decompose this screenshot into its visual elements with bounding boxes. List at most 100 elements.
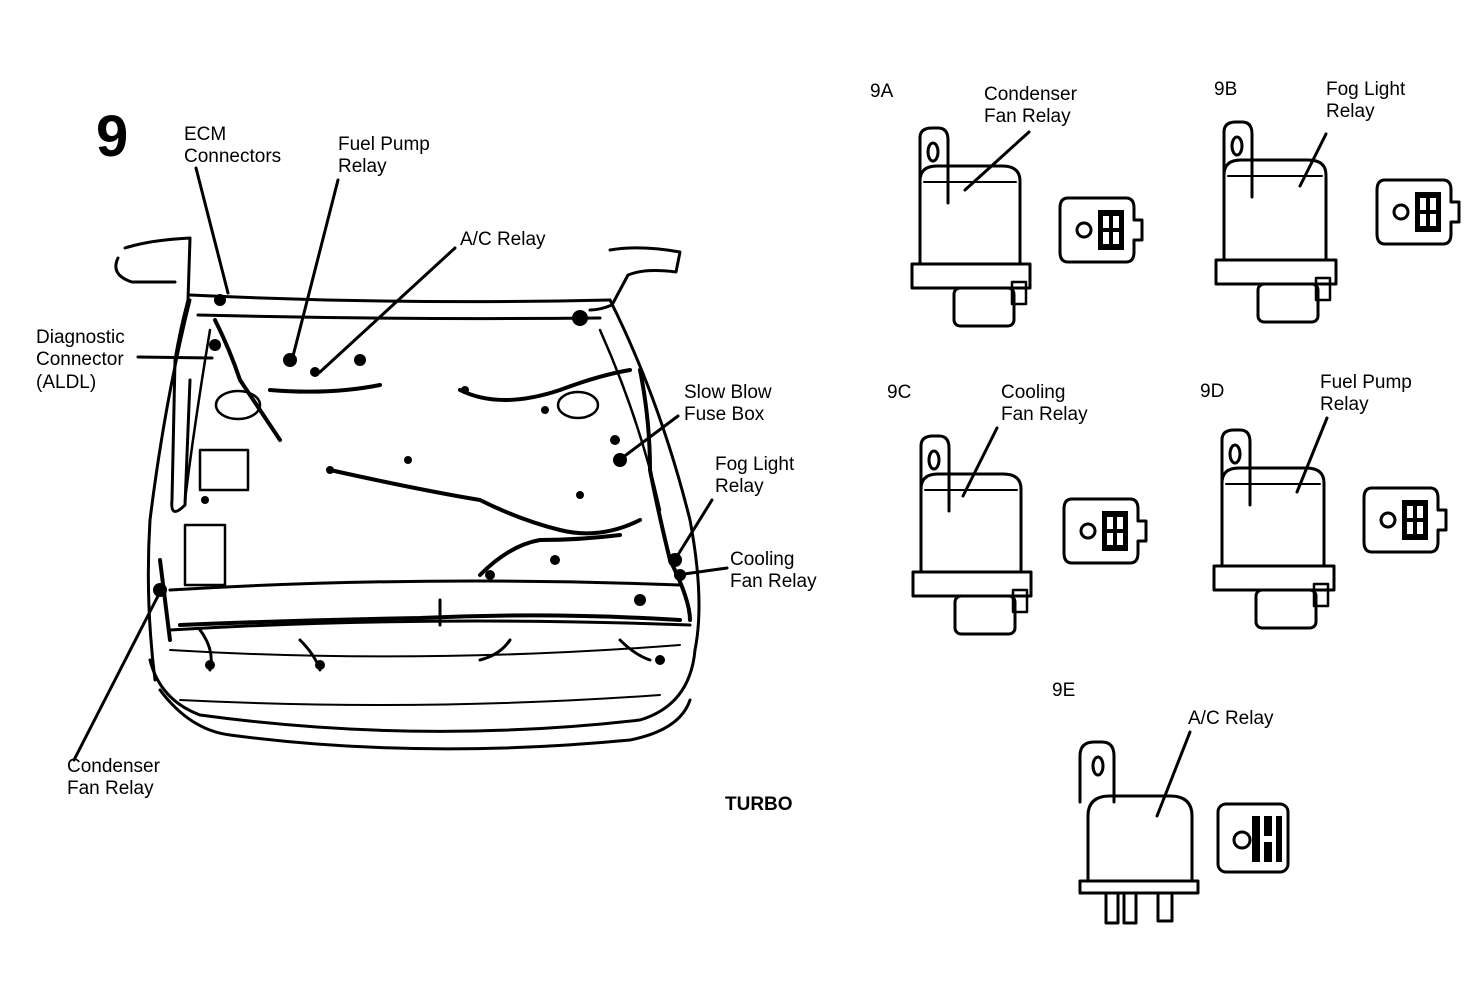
connector-face <box>1216 802 1290 874</box>
leader-line <box>961 426 999 498</box>
leader-line <box>1155 730 1192 818</box>
connector-terminal <box>1420 214 1426 226</box>
svg-text:Fuel Pump: Fuel Pump <box>338 134 430 155</box>
relay-9e: 9E A/C Relay <box>1052 680 1290 925</box>
relay-9c: 9C Cooling Fan Relay <box>887 382 1148 636</box>
relay-label-line: A/C Relay <box>1188 708 1274 729</box>
relay-9a: 9A Condenser Fan Relay <box>870 81 1144 328</box>
connector-terminal <box>1117 533 1123 545</box>
relay-label-line: Cooling <box>1001 382 1065 403</box>
connector-terminal <box>1420 198 1426 210</box>
connector-face <box>1058 196 1144 264</box>
svg-text:ECM: ECM <box>184 124 226 145</box>
connector-terminal <box>1107 517 1113 529</box>
turbo-label: TURBO <box>725 794 793 815</box>
leader-line <box>1298 132 1328 188</box>
connector-terminal <box>1407 506 1413 518</box>
relay-9d: 9D Fuel Pump Relay <box>1200 372 1448 630</box>
mounting-hole <box>926 141 940 163</box>
label-condenser-fan-relay: Condenser Fan Relay <box>67 756 161 799</box>
plug-latch <box>1010 280 1028 306</box>
relay-label-line: Fan Relay <box>1001 404 1088 425</box>
connector-terminal-block <box>1102 511 1128 551</box>
relay-base <box>1078 879 1200 895</box>
connector-terminal <box>1264 842 1272 862</box>
connector-terminal <box>1407 522 1413 534</box>
connector-terminal <box>1417 522 1423 534</box>
connector-terminal <box>1417 506 1423 518</box>
svg-text:Connectors: Connectors <box>184 146 281 167</box>
connector-terminal-block <box>1402 500 1428 540</box>
mounting-tab <box>918 126 950 205</box>
svg-text:Fan Relay: Fan Relay <box>67 778 154 799</box>
relay-id: 9D <box>1200 381 1224 402</box>
spade-terminal <box>1122 891 1138 925</box>
connector-terminal <box>1117 517 1123 529</box>
svg-text:Relay: Relay <box>715 476 764 497</box>
spade-terminal <box>1104 891 1120 925</box>
relay-id: 9C <box>887 382 911 403</box>
connector-terminal <box>1264 816 1272 836</box>
connector-terminal <box>1113 232 1119 244</box>
connector-terminal <box>1113 216 1119 228</box>
leader-line <box>963 130 1031 192</box>
plug-latch <box>1011 588 1029 614</box>
leader-line <box>1295 416 1329 494</box>
connector-terminal <box>1252 816 1260 862</box>
svg-text:Cooling: Cooling <box>730 549 794 570</box>
engine-bay-illustration <box>114 236 701 751</box>
connector-terminal <box>1276 816 1282 862</box>
relay-body <box>919 472 1023 574</box>
mounting-tab <box>1220 428 1252 507</box>
svg-text:Condenser: Condenser <box>67 756 161 777</box>
label-slow-blow-fuse-box: Slow Blow Fuse Box <box>684 382 772 425</box>
figure-number: 9 <box>96 104 128 169</box>
connector-terminal-block <box>1098 210 1124 250</box>
label-ac-relay: A/C Relay <box>460 229 546 250</box>
relay-id: 9B <box>1214 79 1237 100</box>
relay-9b: 9B Fog Light Relay <box>1214 79 1461 324</box>
main-leader-lines <box>72 166 729 762</box>
svg-text:Connector: Connector <box>36 349 124 370</box>
mounting-tab <box>1078 740 1116 804</box>
svg-text:Diagnostic: Diagnostic <box>36 327 125 348</box>
relay-body <box>1086 794 1194 883</box>
connector-face <box>1062 497 1148 565</box>
relay-plug <box>952 286 1016 328</box>
connector-terminal <box>1107 533 1113 545</box>
relay-body <box>1220 466 1326 568</box>
svg-text:(ALDL): (ALDL) <box>36 372 96 393</box>
svg-text:Fuse Box: Fuse Box <box>684 404 765 425</box>
plug-latch <box>1314 276 1332 302</box>
connector-terminal <box>1430 198 1436 210</box>
connector-pin-round <box>1079 522 1097 540</box>
svg-text:Fan Relay: Fan Relay <box>730 571 817 592</box>
relay-plug <box>1256 282 1320 324</box>
relay-base <box>1214 258 1338 286</box>
svg-text:A/C Relay: A/C Relay <box>460 229 546 250</box>
label-ecm-connectors: ECM Connectors <box>184 124 281 167</box>
relay-label-line: Fan Relay <box>984 106 1071 127</box>
connector-pin-round <box>1075 221 1093 239</box>
mounting-hole <box>1091 755 1105 777</box>
label-diagnostic-connector: Diagnostic Connector (ALDL) <box>36 327 125 393</box>
spade-terminal <box>1156 891 1174 923</box>
connector-face <box>1362 486 1448 554</box>
relay-body <box>1222 158 1328 262</box>
connector-terminal <box>1103 232 1109 244</box>
relay-label-line: Condenser <box>984 84 1078 105</box>
mounting-hole <box>1228 443 1242 465</box>
label-cooling-fan-relay: Cooling Fan Relay <box>730 549 817 592</box>
relay-plug <box>953 594 1017 636</box>
label-fog-light-relay: Fog Light Relay <box>715 454 795 497</box>
svg-text:Fog Light: Fog Light <box>715 454 795 475</box>
relay-label-line: Relay <box>1326 101 1375 122</box>
relay-plug <box>1254 588 1318 630</box>
relay-id: 9E <box>1052 680 1075 701</box>
mounting-hole <box>1230 135 1244 157</box>
relay-label-line: Fuel Pump <box>1320 372 1412 393</box>
relay-label-line: Relay <box>1320 394 1369 415</box>
connector-terminal <box>1103 216 1109 228</box>
relay-id: 9A <box>870 81 894 102</box>
